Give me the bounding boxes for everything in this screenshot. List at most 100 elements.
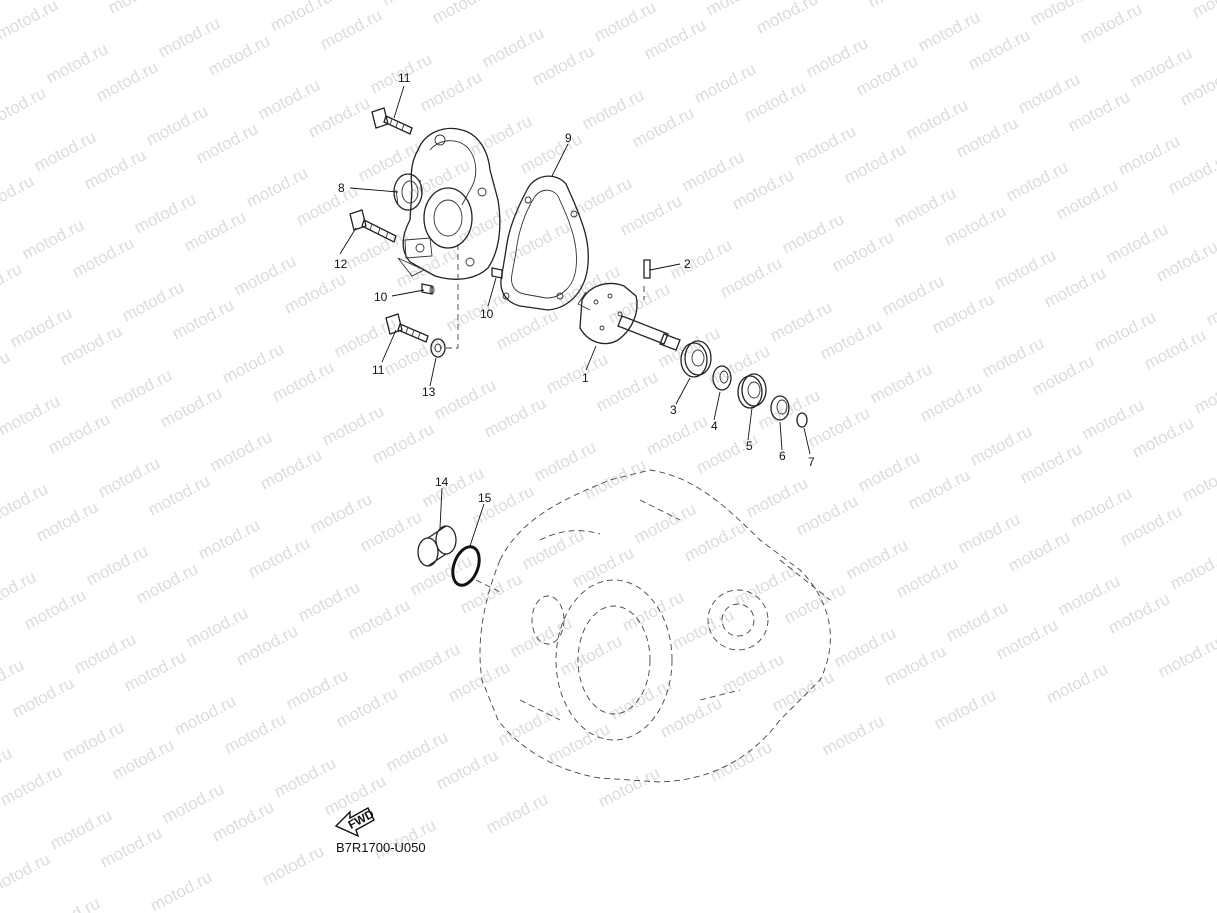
watermark-text-52: motod.ru: [853, 51, 921, 99]
collar-4[interactable]: [712, 365, 732, 391]
collar-14[interactable]: [417, 525, 457, 567]
watermark-text-223: motod.ru: [819, 711, 887, 759]
watermark-text-209: motod.ru: [433, 745, 501, 793]
bearing-3[interactable]: [680, 340, 712, 378]
bolt-11-top[interactable]: [371, 107, 413, 135]
watermark-text-153: motod.ru: [631, 499, 699, 547]
watermark-text-163: motod.ru: [457, 569, 525, 617]
watermark-text-158: motod.ru: [1191, 369, 1217, 417]
callout-12[interactable]: 12: [334, 257, 348, 271]
watermark-text-189: motod.ru: [781, 579, 849, 627]
watermark-text-212: motod.ru: [769, 667, 837, 715]
watermark-text-100: motod.ru: [1053, 175, 1121, 223]
watermark-text-83: motod.ru: [443, 287, 511, 335]
watermark-text-80: motod.ru: [107, 365, 175, 413]
watermark-text-108: motod.ru: [655, 323, 723, 371]
bearing-5[interactable]: [737, 373, 767, 409]
callout-2[interactable]: 2: [684, 257, 691, 271]
watermark-text-46: motod.ru: [181, 207, 249, 255]
watermark-text-38: motod.ru: [579, 85, 647, 133]
callout-11-top[interactable]: 11: [398, 71, 411, 85]
watermark-text-210: motod.ru: [545, 719, 613, 767]
gasket-9[interactable]: [500, 175, 589, 311]
callout-15[interactable]: 15: [478, 491, 492, 505]
callout-1[interactable]: 1: [582, 371, 589, 385]
watermark-text-213: motod.ru: [881, 641, 949, 689]
callout-13[interactable]: 13: [422, 385, 436, 399]
impeller-shaft-1[interactable]: [577, 282, 681, 351]
watermark-text-78: motod.ru: [1177, 61, 1217, 109]
callout-8[interactable]: 8: [338, 181, 345, 195]
watermark-text-28: motod.ru: [529, 41, 597, 89]
circlip-7[interactable]: [796, 412, 808, 428]
watermark-text-64: motod.ru: [903, 95, 971, 143]
callout-4[interactable]: 4: [711, 419, 718, 433]
watermark-text-190: motod.ru: [893, 553, 961, 601]
watermark-text-178: motod.ru: [843, 535, 911, 583]
dowel-pin-10-right[interactable]: [491, 267, 503, 279]
watermark-text-206: motod.ru: [97, 823, 165, 871]
watermark-text-159: motod.ru: [9, 673, 77, 721]
callout-7[interactable]: 7: [808, 455, 815, 469]
watermark-text-127: motod.ru: [307, 489, 375, 537]
watermark-text-166: motod.ru: [793, 491, 861, 539]
o-ring-15[interactable]: [448, 543, 484, 589]
watermark-text-91: motod.ru: [45, 409, 113, 457]
watermark-text-20: motod.ru: [591, 0, 659, 46]
bolt-12[interactable]: [349, 209, 397, 243]
watermark-text-33: motod.ru: [19, 215, 87, 263]
watermark-text-136: motod.ru: [21, 585, 89, 633]
callout-6[interactable]: 6: [779, 449, 786, 463]
watermark-text-89: motod.ru: [1115, 131, 1183, 179]
watermark-text-90: motod.ru: [0, 435, 1, 483]
pin-2[interactable]: [643, 259, 651, 279]
dowel-pin-10-left[interactable]: [421, 283, 435, 295]
watermark-text-221: motod.ru: [595, 763, 663, 811]
watermark-text-119: motod.ru: [705, 341, 773, 389]
watermark-text-222: motod.ru: [707, 737, 775, 785]
watermark-text-81: motod.ru: [219, 339, 287, 387]
watermark-text-205: motod.ru: [0, 849, 53, 897]
watermark-text-202: motod.ru: [943, 597, 1011, 645]
watermark-text-208: motod.ru: [321, 771, 389, 819]
watermark-text-101: motod.ru: [1165, 149, 1217, 197]
callout-14[interactable]: 14: [435, 475, 449, 489]
callout-10-left[interactable]: 10: [374, 290, 388, 304]
watermark-text-10: motod.ru: [93, 57, 161, 105]
watermark-text-99: motod.ru: [941, 201, 1009, 249]
watermark-text-102: motod.ru: [0, 479, 51, 527]
bolt-11-bottom[interactable]: [385, 313, 429, 343]
watermark-text-143: motod.ru: [805, 403, 873, 451]
watermark-text-183: motod.ru: [109, 735, 177, 783]
watermark-text-155: motod.ru: [855, 447, 923, 495]
watermark-text-66: motod.ru: [1127, 43, 1195, 91]
watermark-text-79: motod.ru: [0, 391, 63, 439]
watermark-text-157: motod.ru: [1079, 395, 1147, 443]
watermark-text-182: motod.ru: [0, 761, 65, 809]
watermark-text-107: motod.ru: [543, 349, 611, 397]
watermark-text-11: motod.ru: [205, 31, 273, 79]
watermark-text-139: motod.ru: [357, 507, 425, 555]
callout-5[interactable]: 5: [746, 439, 753, 453]
callout-3[interactable]: 3: [670, 403, 677, 417]
watermark-text-133: motod.ru: [979, 333, 1047, 381]
watermark-text-60: motod.ru: [455, 199, 523, 247]
watermark-text-116: motod.ru: [369, 419, 437, 467]
watermark-text-167: motod.ru: [905, 465, 973, 513]
callout-11-bottom[interactable]: 11: [372, 363, 385, 377]
callout-10-right[interactable]: 10: [480, 307, 494, 321]
watermark-text-180: motod.ru: [1067, 483, 1135, 531]
watermark-text-45: motod.ru: [69, 233, 137, 281]
watermark-text-215: motod.ru: [1105, 589, 1173, 637]
watermark-text-121: motod.ru: [929, 289, 997, 337]
seal-6[interactable]: [770, 395, 790, 421]
watermark-text-106: motod.ru: [431, 375, 499, 423]
watermark-text-217: motod.ru: [147, 867, 215, 913]
watermark-text-122: motod.ru: [1041, 263, 1109, 311]
watermark-text-113: motod.ru: [33, 497, 101, 545]
watermark-text-141: motod.ru: [581, 455, 649, 503]
watermark-text-76: motod.ru: [953, 113, 1021, 161]
callout-9[interactable]: 9: [565, 131, 572, 145]
watermark-text-117: motod.ru: [481, 393, 549, 441]
